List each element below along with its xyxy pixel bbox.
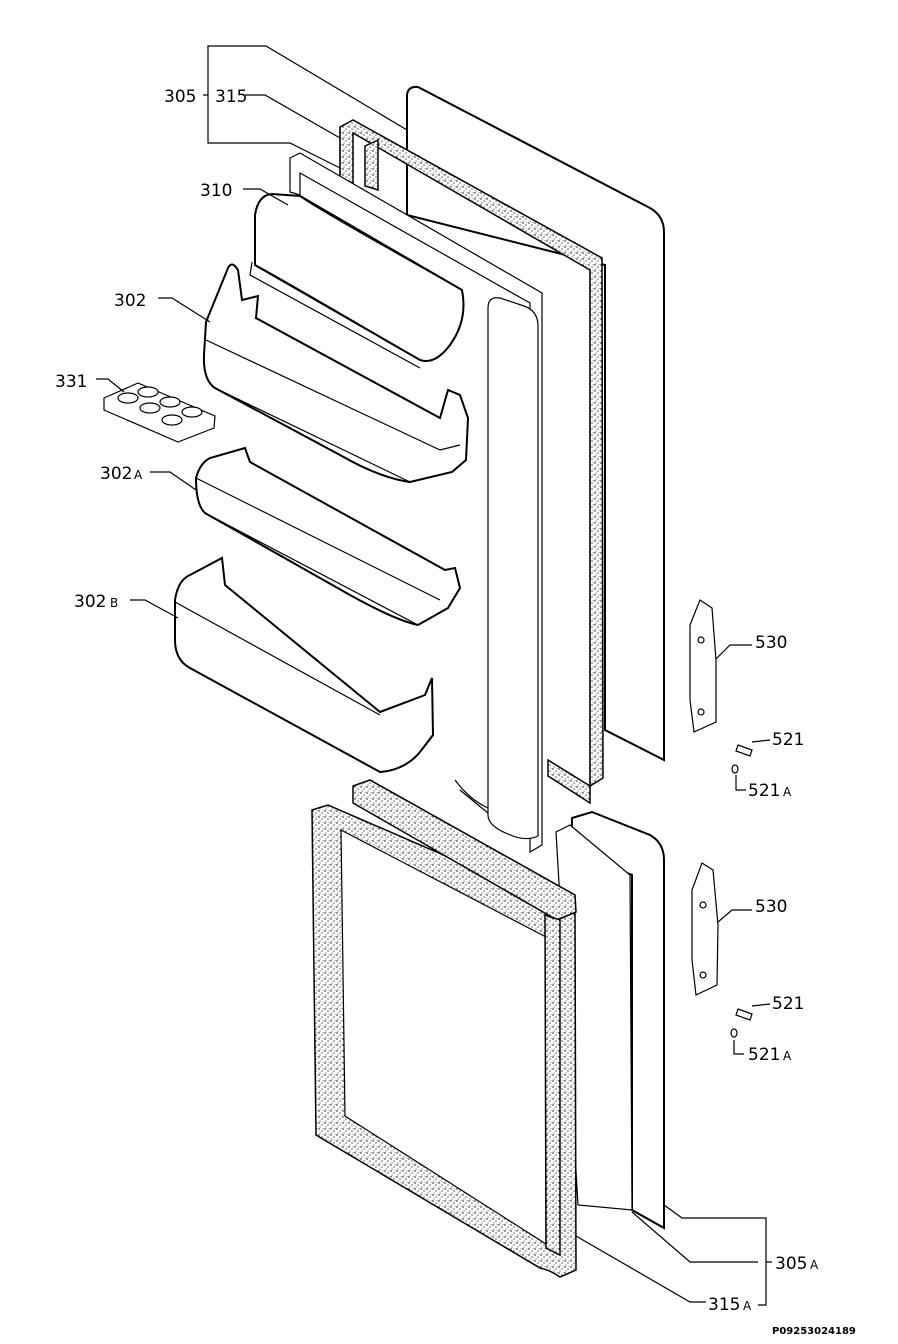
label-310: 310 (200, 181, 232, 201)
lower-hinge-screw (730, 1008, 753, 1038)
label-305A: 305 (775, 1254, 807, 1274)
upper-door-inner-liner (289, 152, 543, 854)
label-305: 305 (164, 87, 196, 107)
label-530-top: 530 (755, 633, 787, 653)
label-315A-suffix: A (743, 1299, 752, 1313)
leader-lines (96, 45, 772, 1306)
egg-tray (103, 382, 216, 443)
label-521A-bottom: 521 (748, 1045, 780, 1065)
label-302B-suffix: B (110, 596, 118, 610)
label-302B: 302 (74, 592, 106, 612)
upper-hinge-bracket (689, 599, 717, 733)
lower-door-gasket-outer (311, 804, 577, 1278)
reference-code: P09253024189 (772, 1326, 856, 1337)
label-530-bottom: 530 (755, 897, 787, 917)
lower-door-shelf (174, 556, 435, 774)
upper-door-panel (406, 85, 665, 762)
part-labels: 305 315 310 302 331 302 A 302 B 530 521 … (55, 87, 856, 1337)
label-302A-suffix: A (134, 468, 143, 482)
upper-hinge-screw (731, 744, 753, 774)
lower-door-gasket-inner (352, 779, 577, 1257)
label-521A-top: 521 (748, 781, 780, 801)
label-305A-suffix: A (810, 1258, 819, 1272)
label-302A: 302 (100, 464, 132, 484)
label-315A: 315 (708, 1295, 740, 1315)
label-315: 315 (215, 87, 247, 107)
top-cover-flap (249, 192, 465, 369)
label-521A-bottom-suffix: A (783, 1049, 792, 1063)
label-302: 302 (114, 291, 146, 311)
lower-hinge-bracket (691, 862, 719, 996)
label-521A-top-suffix: A (783, 785, 792, 799)
middle-door-shelf (194, 446, 462, 627)
label-521-top: 521 (772, 730, 804, 750)
upper-door-shelf (202, 263, 470, 484)
label-331: 331 (55, 372, 87, 392)
label-521-bottom: 521 (772, 994, 804, 1014)
